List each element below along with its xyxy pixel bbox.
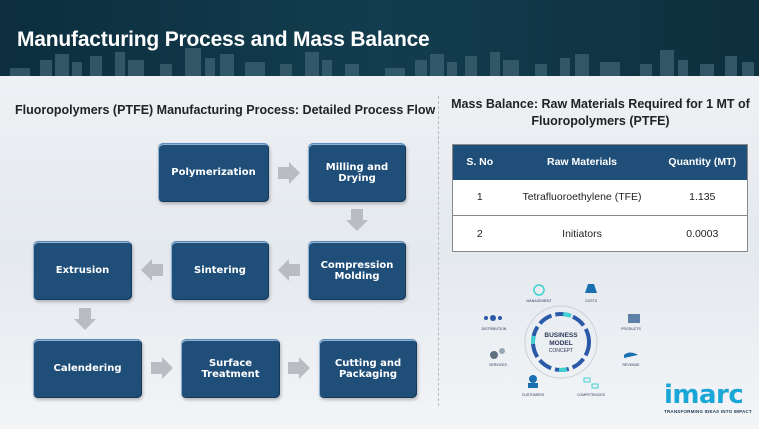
arrow-left-icon (278, 259, 300, 281)
cell-quantity: 0.0003 (657, 215, 748, 252)
arrow-left-icon (141, 259, 163, 281)
bm-label: COSTS (585, 299, 598, 303)
arrow-right-icon (151, 357, 173, 379)
bm-label: CUSTOMERS (522, 393, 545, 397)
column-header: Quantity (MT) (657, 144, 748, 180)
mass-balance-table: S. No Raw Materials Quantity (MT) 1 Tetr… (452, 144, 748, 252)
skyline-decoration (10, 48, 754, 76)
imarc-logo: imarc TRANSFORMING IDEAS INTO IMPACT (664, 382, 752, 414)
step-polymerization: Polymerization (158, 143, 269, 202)
step-label: Compression Molding (320, 259, 394, 283)
bm-label: PRODUCTS (621, 327, 641, 331)
cell-quantity: 1.135 (657, 179, 748, 216)
bm-center-2: MODEL (549, 340, 573, 347)
step-label: Cutting and Packaging (334, 357, 402, 381)
step-label: Surface Treatment (201, 357, 260, 381)
logo-wordmark: imarc (664, 380, 744, 410)
cell-material: Initiators (506, 215, 658, 252)
step-sintering: Sintering (171, 241, 269, 300)
header-banner: Manufacturing Process and Mass Balance (0, 0, 759, 76)
business-model-illustration: BUSINESS MODEL CONCEPT MANAGEMENT COSTS … (482, 284, 641, 397)
mass-balance-title: Mass Balance: Raw Materials Required for… (451, 97, 750, 128)
step-milling-drying: Milling and Drying (308, 143, 406, 202)
process-flow-title: Fluoropolymers (PTFE) Manufacturing Proc… (15, 103, 436, 117)
cell-sno: 1 (452, 179, 507, 216)
logo-tagline: TRANSFORMING IDEAS INTO IMPACT (664, 409, 752, 414)
column-header: Raw Materials (506, 144, 658, 180)
step-label: Sintering (194, 265, 246, 277)
arrow-right-icon (288, 357, 310, 379)
step-label: Polymerization (171, 167, 256, 179)
table-header-row: S. No Raw Materials Quantity (MT) (452, 144, 748, 180)
bm-label: COMPETENCIES (577, 393, 606, 397)
cell-material: Tetrafluoroethylene (TFE) (506, 179, 658, 216)
step-extrusion: Extrusion (33, 241, 132, 300)
bm-label: MANAGEMENT (526, 299, 552, 303)
step-label: Calendering (53, 363, 122, 375)
step-label: Extrusion (55, 265, 110, 277)
step-compression-molding: Compression Molding (308, 241, 406, 300)
step-surface-treatment: Surface Treatment (181, 339, 280, 398)
cell-sno: 2 (452, 215, 507, 252)
table-row: 1 Tetrafluoroethylene (TFE) 1.135 (452, 179, 748, 216)
bm-center-1: BUSINESS (544, 332, 578, 339)
step-label: Milling and Drying (325, 161, 389, 185)
bm-label: REVENUE (623, 363, 641, 367)
arrow-down-icon (74, 308, 96, 330)
section-divider (438, 96, 439, 406)
arrow-right-icon (278, 162, 300, 184)
bm-label: DISTRIBUTION (482, 327, 507, 331)
arrow-down-icon (346, 209, 368, 231)
column-header: S. No (452, 144, 507, 180)
bm-label: SERVICES (489, 363, 507, 367)
bm-center-3: CONCEPT (549, 348, 573, 354)
page-title: Manufacturing Process and Mass Balance (17, 28, 430, 51)
table-row: 2 Initiators 0.0003 (452, 215, 748, 252)
step-calendering: Calendering (33, 339, 142, 398)
step-cutting-packaging: Cutting and Packaging (319, 339, 417, 398)
